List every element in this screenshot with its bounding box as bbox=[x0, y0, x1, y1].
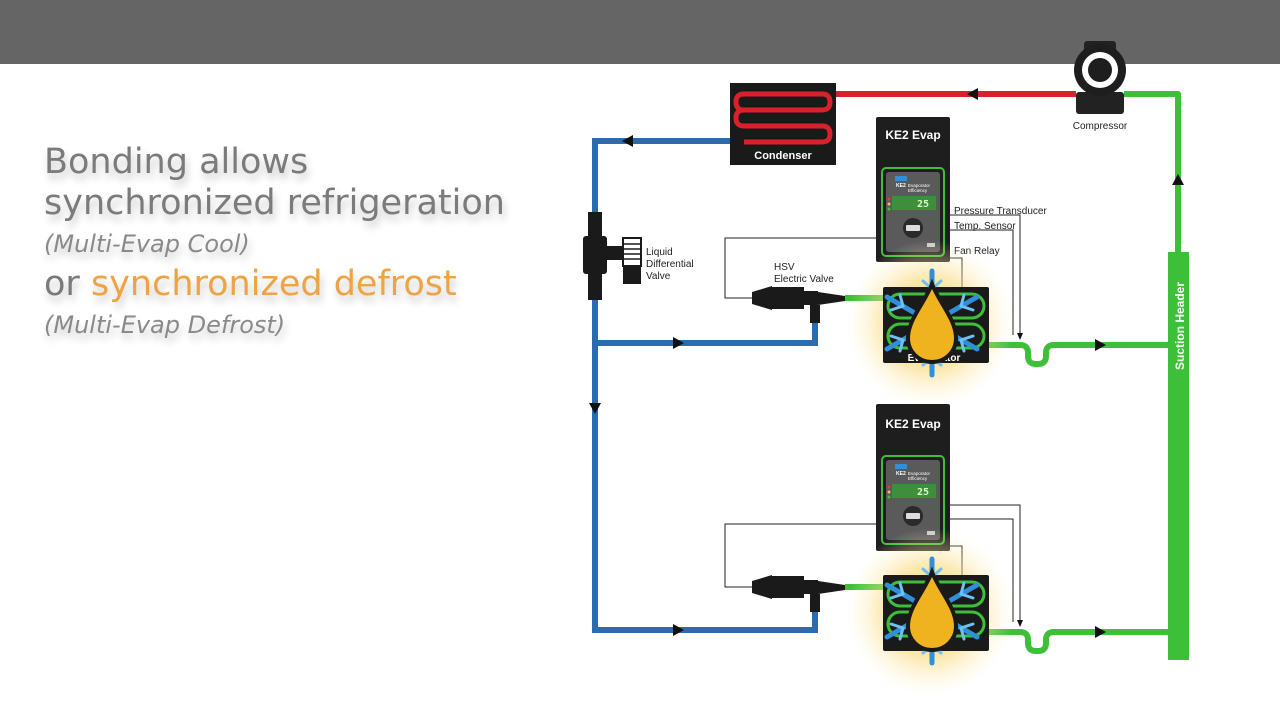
headline-line-4: or synchronized defrost bbox=[44, 264, 584, 305]
headline-line-1: Bonding allows bbox=[44, 142, 309, 182]
evaporator-assembly-lower: KE2 Evap KE2 Evaporator Efficiency 25 bbox=[724, 404, 1023, 696]
condenser-label: Condenser bbox=[754, 150, 812, 162]
pressure-transducer-label: Pressure Transducer bbox=[954, 206, 1047, 217]
controller-title: KE2 Evap bbox=[885, 417, 940, 431]
ke2-evap-controller-lower: KE2 Evap KE2 Evaporator Efficiency 25 bbox=[876, 404, 950, 551]
hsv-label-line-1: HSV bbox=[774, 262, 795, 273]
headline-or: or bbox=[44, 264, 80, 304]
condenser: Condenser bbox=[730, 83, 836, 165]
valve-label-line-2: Differential bbox=[646, 259, 694, 270]
controller-display: 25 bbox=[917, 487, 929, 498]
compressor: Compressor bbox=[1073, 41, 1128, 132]
valve-label-line-1: Liquid bbox=[646, 247, 673, 258]
controller-brand: KE2 bbox=[896, 183, 906, 189]
headline-accent: synchronized defrost bbox=[90, 264, 457, 304]
controller-subtitle-1: Evaporator bbox=[908, 183, 931, 188]
hsv-label-line-2: Electric Valve bbox=[774, 274, 834, 285]
evaporator-lower bbox=[883, 559, 989, 663]
headline-line-3: (Multi-Evap Cool) bbox=[44, 230, 250, 258]
controller-title: KE2 Evap bbox=[885, 128, 940, 142]
controller-subtitle-2: Efficiency bbox=[908, 476, 928, 481]
liquid-lines bbox=[592, 138, 818, 633]
evaporator-upper: Evaporator bbox=[883, 271, 989, 375]
liquid-differential-valve: Liquid Differential Valve bbox=[583, 212, 694, 300]
valve-label-line-3: Valve bbox=[646, 271, 671, 282]
controller-display: 25 bbox=[917, 199, 929, 210]
discharge-line bbox=[836, 88, 1076, 100]
top-bar bbox=[0, 0, 1280, 64]
evaporator-assembly-upper: Pressure Transducer Temp. Sensor Fan Rel… bbox=[724, 117, 1047, 408]
suction-header-label: Suction Header bbox=[1173, 282, 1187, 370]
suction-line-arrows bbox=[1095, 174, 1184, 638]
hsv-electric-valve-lower bbox=[752, 575, 845, 612]
ke2-evap-controller-upper: KE2 Evap KE2 Evaporator Efficiency 25 bbox=[876, 117, 950, 262]
temp-sensor-label: Temp. Sensor bbox=[954, 221, 1016, 232]
headline-line-5: (Multi-Evap Defrost) bbox=[44, 311, 286, 339]
suction-header: Suction Header bbox=[1168, 252, 1189, 660]
liquid-line-arrows bbox=[589, 135, 684, 636]
compressor-label: Compressor bbox=[1073, 121, 1128, 132]
controller-subtitle-2: Efficiency bbox=[908, 188, 928, 193]
fan-relay-label: Fan Relay bbox=[954, 246, 1000, 257]
controller-subtitle-1: Evaporator bbox=[908, 471, 931, 476]
headline: Bonding allows synchronized refrigeratio… bbox=[44, 142, 584, 345]
controller-brand: KE2 bbox=[896, 471, 906, 477]
hsv-electric-valve-upper bbox=[752, 286, 845, 323]
headline-line-2: synchronized refrigeration bbox=[44, 183, 505, 223]
